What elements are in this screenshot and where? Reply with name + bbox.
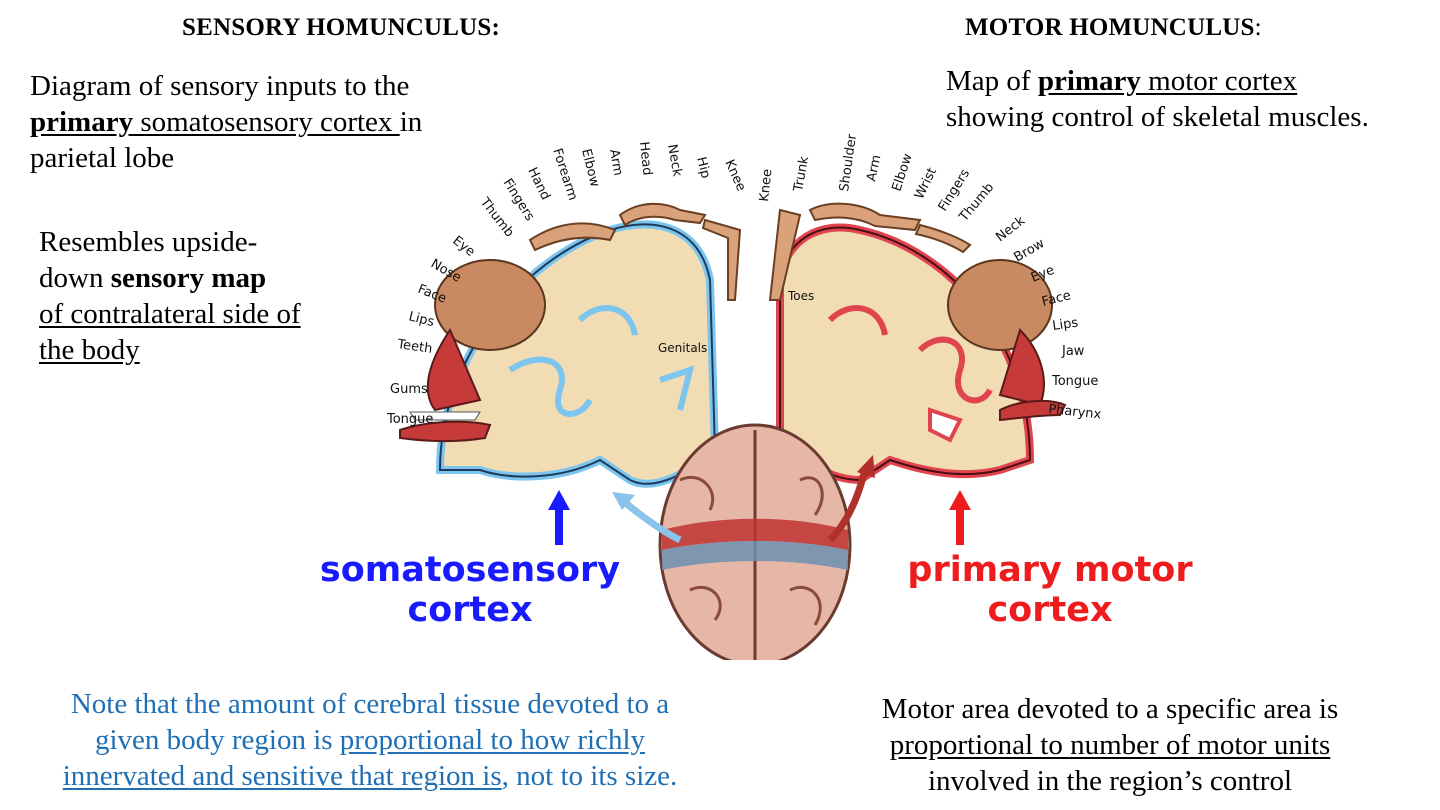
motor-heading: MOTOR HOMUNCULUS: <box>965 14 1262 42</box>
label-elbow-motor: Elbow <box>890 151 916 193</box>
motor-cortex-label: primary motor cortex <box>880 550 1220 630</box>
homunculus-diagram: Tongue Gums Teeth Lips Face Nose Eye Thu… <box>386 132 1103 660</box>
motor-up-arrow-shaft <box>956 505 964 545</box>
label-wrist: Wrist <box>912 165 940 201</box>
sensory-desc-line2: primary somatosensory cortex in <box>30 104 510 140</box>
label-tongue-motor: Tongue <box>1051 374 1098 389</box>
sensory-flow-arrow <box>619 497 682 544</box>
somatosensory-cortex-label-line2: cortex <box>407 590 533 630</box>
sensory-note-line2-pre: given body region is <box>94 724 340 756</box>
label-neck: Neck <box>664 143 684 178</box>
motor-desc-line2: showing control of skeletal muscles. <box>946 101 1369 133</box>
label-arm: Arm <box>606 148 625 177</box>
sensory-note-line2-underlined: proportional to how richly <box>339 724 646 756</box>
label-trunk: Trunk <box>791 155 812 194</box>
label-tongue: Tongue <box>386 412 433 427</box>
motor-primary-bold: primary <box>1037 65 1141 97</box>
label-elbow: Elbow <box>578 147 602 189</box>
sensory-desc-tail: in <box>399 106 423 138</box>
label-knee: Knee <box>721 158 748 194</box>
sensory-desc-line3: parietal lobe <box>30 142 175 174</box>
label-lips-motor: Lips <box>1051 315 1079 333</box>
sensory-note-line3-underlined: innervated and sensitive that region is <box>62 760 502 792</box>
label-knee-motor: Knee <box>757 168 775 202</box>
label-forearm: Forearm <box>549 147 580 203</box>
label-lips: Lips <box>407 309 436 330</box>
motor-cortex-label-line2: cortex <box>987 590 1113 630</box>
motor-note-line1: Motor area devoted to a specific area is <box>881 693 1339 725</box>
label-hand: Hand <box>524 165 552 202</box>
label-teeth: Teeth <box>395 337 433 357</box>
label-genitals: Genitals <box>658 341 707 355</box>
sensory-description: Diagram of sensory inputs to the primary… <box>30 68 510 176</box>
primary-bold: primary <box>30 106 134 138</box>
label-head: Head <box>636 141 654 176</box>
sensory-up-arrow-head <box>548 490 570 510</box>
map-line4: the body <box>39 334 140 366</box>
motor-note-line2-underlined: proportional to number of motor units <box>889 729 1331 761</box>
motor-note: Motor area devoted to a specific area is… <box>810 691 1410 799</box>
label-face-motor: Face <box>1040 288 1072 310</box>
map-line2-pre: down <box>39 262 111 294</box>
motor-heading-colon: : <box>1254 14 1262 41</box>
sensory-map-description: Resembles upside- down sensory map of co… <box>39 224 359 368</box>
motor-note-line3: involved in the region’s control <box>927 765 1293 797</box>
motor-flow-arrowhead <box>857 455 875 478</box>
label-gums: Gums <box>390 382 428 397</box>
label-hip: Hip <box>693 155 713 180</box>
motor-description: Map of primary motor cortex showing cont… <box>946 63 1436 135</box>
label-eye: Eye <box>450 233 478 260</box>
motor-cortex-underlined: motor cortex <box>1140 65 1298 97</box>
label-shoulder: Shoulder <box>837 132 860 192</box>
sensory-up-arrow-shaft <box>555 505 563 545</box>
map-line2-bold: sensory map <box>110 262 267 294</box>
map-line1: Resembles upside- <box>39 226 258 258</box>
label-brow: Brow <box>1012 236 1048 265</box>
somatosensory-cortex-label: somatosensory cortex <box>300 550 640 630</box>
sensory-note-line1: Note that the amount of cerebral tissue … <box>70 688 670 720</box>
motor-heading-text: MOTOR HOMUNCULUS <box>965 14 1255 41</box>
motor-desc-pre: Map of <box>946 65 1038 97</box>
motor-flow-arrow <box>827 469 869 543</box>
motor-desc-line1: Map of primary motor cortex <box>946 63 1436 99</box>
motor-up-arrow-head <box>949 490 971 510</box>
label-jaw: Jaw <box>1061 344 1085 359</box>
sensory-note-line3: innervated and sensitive that region is,… <box>0 758 740 794</box>
label-neck-motor: Neck <box>993 213 1028 245</box>
sensory-desc-line1: Diagram of sensory inputs to the <box>30 70 410 102</box>
sensory-note: Note that the amount of cerebral tissue … <box>0 686 740 794</box>
sensory-note-line2: given body region is proportional to how… <box>0 722 740 758</box>
label-arm-motor: Arm <box>864 154 884 183</box>
somatosensory-cortex-label-line1: somatosensory <box>319 550 621 590</box>
motor-homunculus-figure <box>768 202 1067 422</box>
map-line3: of contralateral side of <box>39 298 301 330</box>
sensory-heading: SENSORY HOMUNCULUS: <box>182 14 500 41</box>
label-pharynx: Pharynx <box>1048 402 1103 422</box>
label-toes: Toes <box>787 289 814 303</box>
brain-illustration <box>658 423 852 660</box>
sensory-flow-arrowhead <box>612 492 635 510</box>
somatosensory-underlined: somatosensory cortex <box>133 106 400 138</box>
motor-cortex-label-line1: primary motor <box>907 550 1193 590</box>
sensory-note-line3-post: , not to its size. <box>501 760 678 792</box>
sensory-homunculus-figure <box>399 202 742 442</box>
label-eye-motor: Eye <box>1029 263 1057 286</box>
map-line2: down sensory map <box>39 260 359 296</box>
